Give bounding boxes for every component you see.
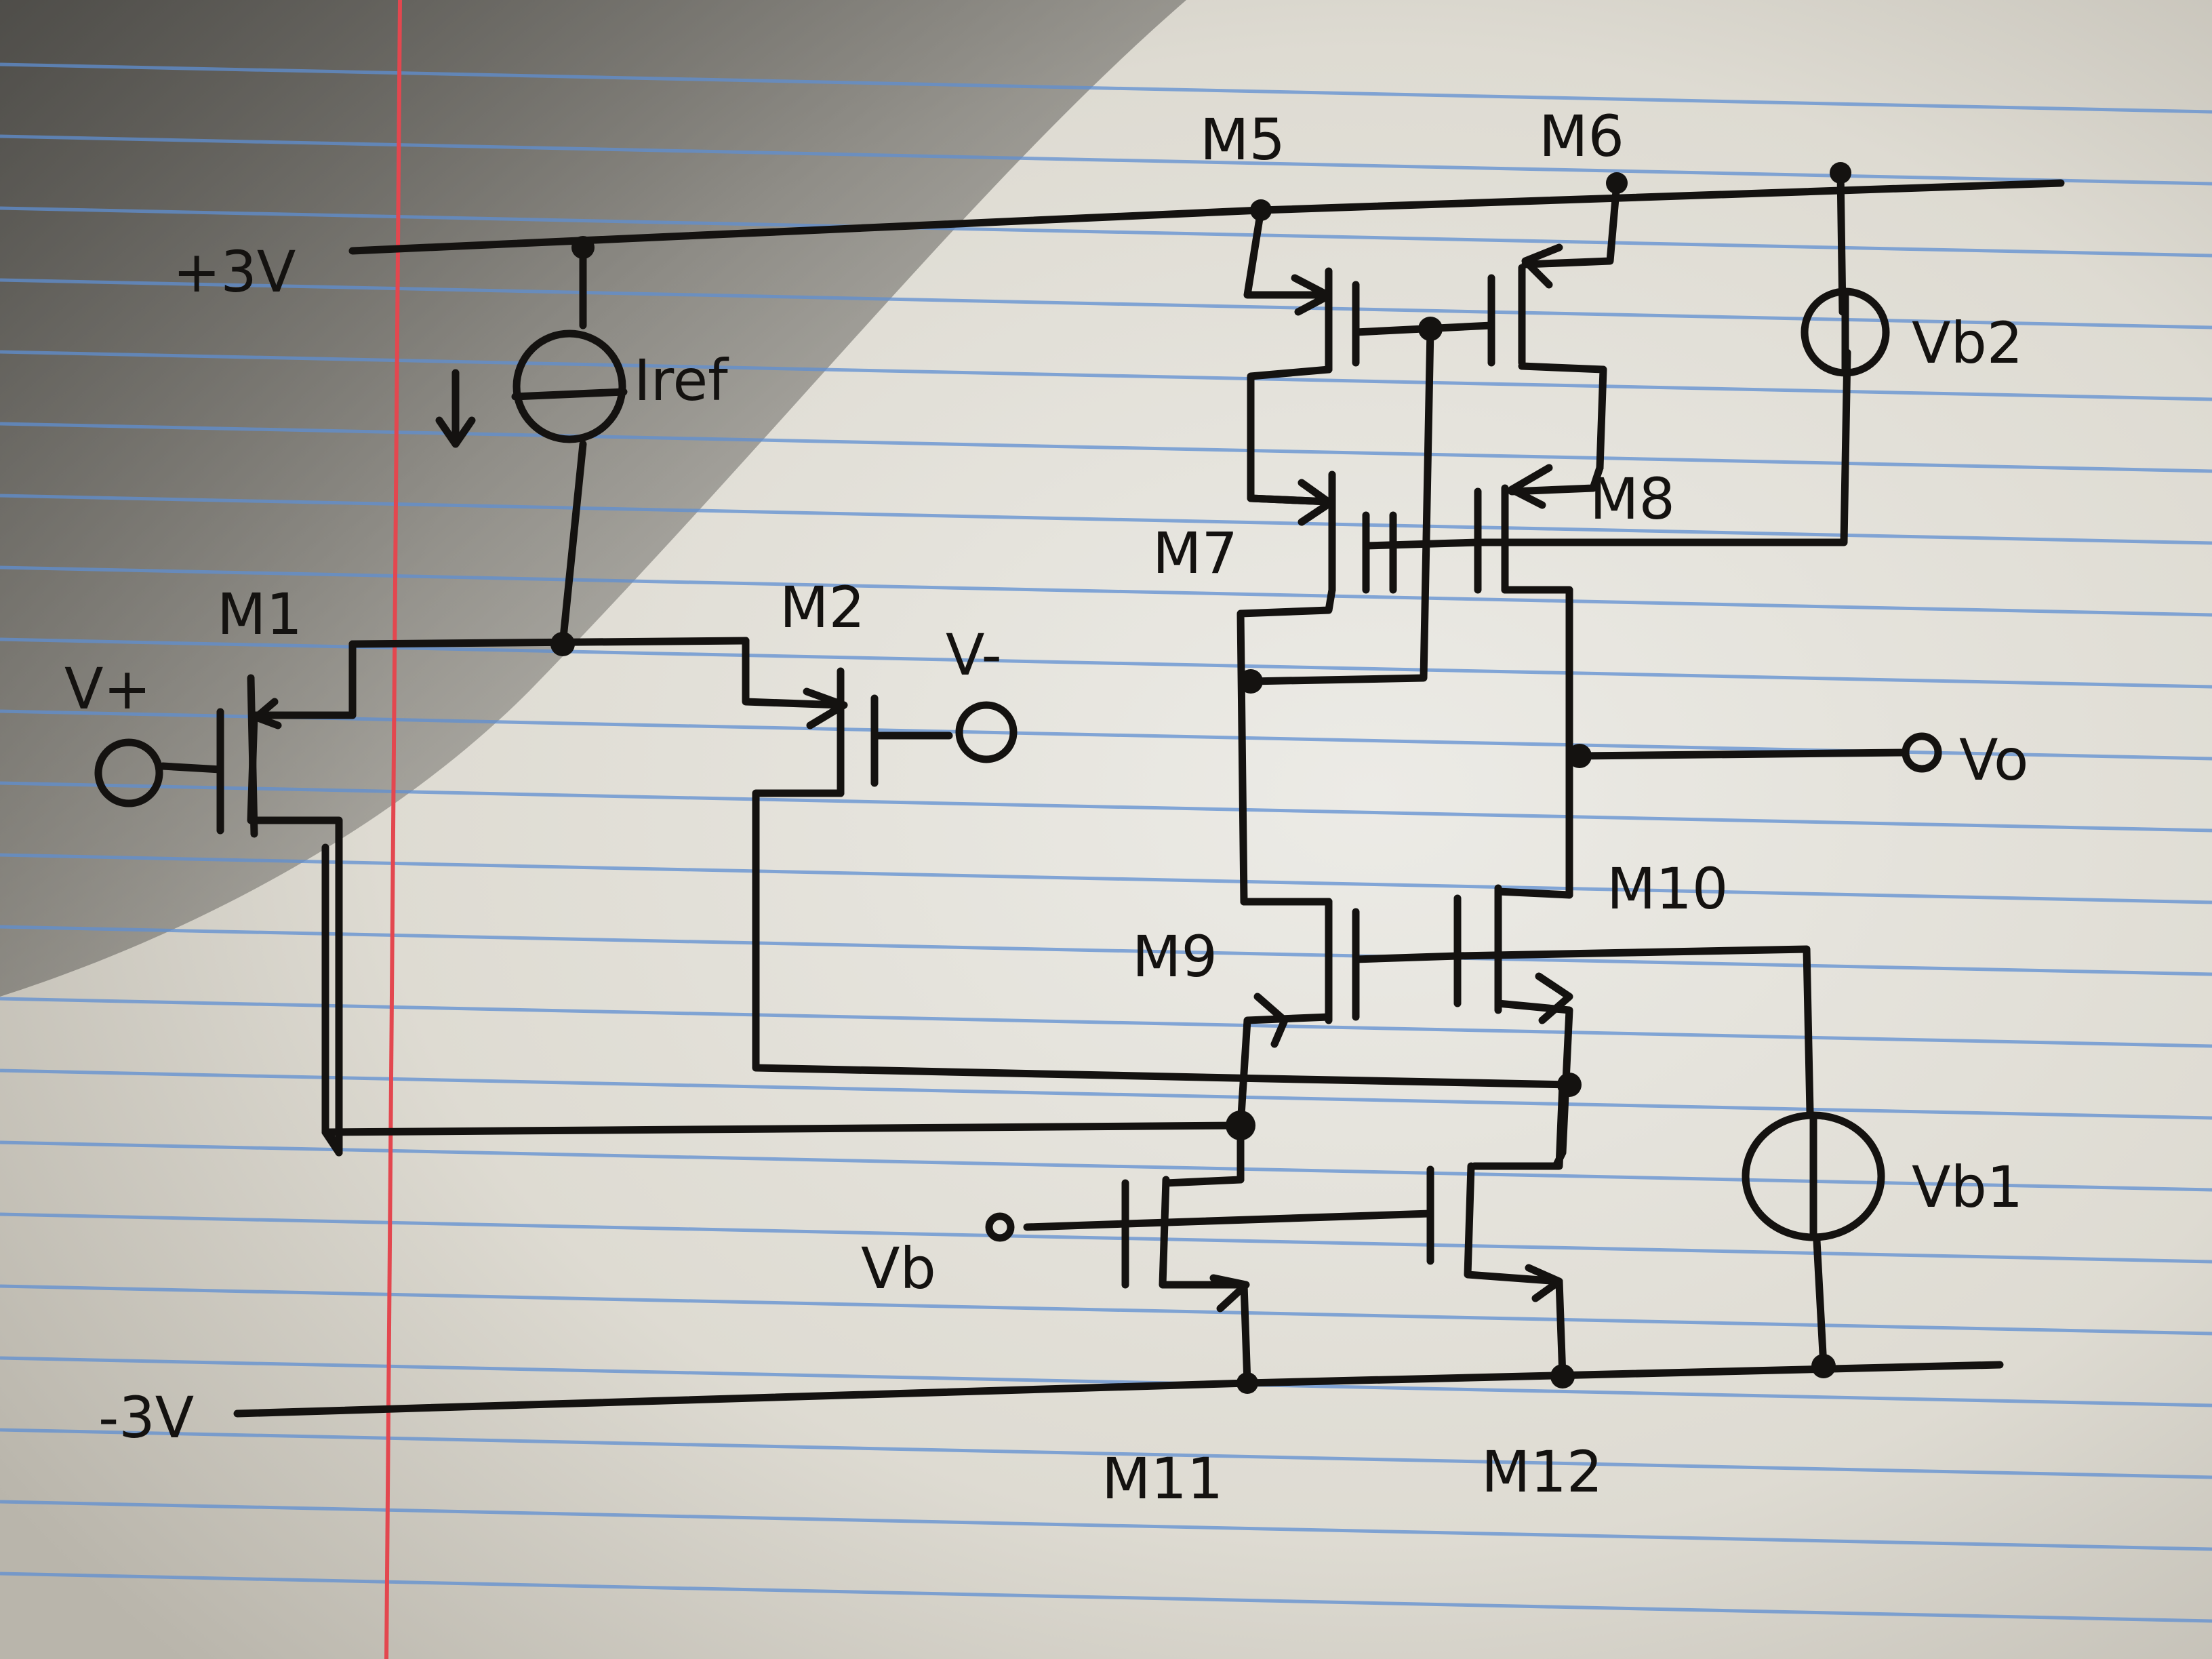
vplus-label: V+: [64, 656, 151, 722]
iref-wires: [559, 243, 587, 648]
m2-transistor: [742, 637, 1238, 1082]
vb-gate-wire: [1023, 1210, 1434, 1231]
ruled-line: [0, 1068, 2212, 1120]
ruled-line: [0, 1140, 2212, 1192]
m2-label: M2: [780, 574, 865, 641]
vout-label: Vo: [1959, 727, 2028, 793]
ruled-line: [0, 1212, 2212, 1264]
ruled-line: [0, 565, 2212, 617]
m11-transistor: [1121, 1121, 1251, 1387]
ruled-line: [0, 1356, 2212, 1407]
m7-m8-gate-wire: [1362, 348, 1851, 550]
m1-label: M1: [217, 581, 302, 647]
m5-label: M5: [1200, 106, 1285, 173]
m10-label: M10: [1607, 856, 1728, 922]
m8-transistor: [1474, 464, 1604, 899]
vminus-terminal[interactable]: [955, 701, 1018, 763]
m8-label: M8: [1590, 466, 1675, 532]
ruled-line: [0, 1284, 2212, 1336]
m7-label: M7: [1152, 520, 1238, 586]
vb2-source: [1801, 287, 1890, 377]
m6-label: M6: [1539, 103, 1624, 169]
circuit: [94, 162, 2065, 1418]
vb1-source: [1742, 1111, 1885, 1241]
tail-bus: [348, 637, 750, 648]
vb-terminal[interactable]: [985, 1212, 1015, 1242]
ruled-line: [0, 781, 2212, 833]
shadow-area: [0, 0, 1186, 997]
output-wire: [1575, 748, 1909, 760]
iref-label: Iref: [634, 347, 729, 414]
m9-m10-gate-wire: [1352, 945, 1814, 1116]
vb2-label: Vb2: [1912, 310, 2023, 376]
negative-rail-label: -3V: [98, 1384, 194, 1451]
m2-drain-wire: [1230, 1074, 1577, 1089]
vplus-terminal[interactable]: [94, 738, 163, 807]
m9-label: M9: [1132, 923, 1218, 990]
ruled-line: [0, 1500, 2212, 1551]
m11-label: M11: [1102, 1445, 1223, 1512]
ruled-line: [0, 925, 2212, 976]
m12-label: M12: [1481, 1439, 1603, 1505]
vb1-wire: [1813, 1237, 1828, 1370]
margin-line: [384, 0, 402, 1659]
vb-label: Vb: [861, 1235, 936, 1302]
vminus-label: V-: [946, 622, 1002, 688]
ruled-line: [0, 1572, 2212, 1623]
m6-transistor: [1487, 179, 1621, 472]
vb1-label: Vb1: [1912, 1154, 2023, 1220]
ruled-line: [0, 1428, 2212, 1479]
positive-rail-label: +3V: [173, 239, 296, 305]
gate-node-wire: [1247, 325, 1434, 685]
m7-transistor: [1236, 471, 1397, 906]
iref-source: [511, 329, 628, 443]
ruled-line: [0, 853, 2212, 904]
junction-dots: [550, 162, 1851, 1394]
ruled-line: [0, 997, 2212, 1048]
ruled-line: [0, 62, 2212, 114]
iref-arrow-icon: [435, 369, 476, 448]
vout-terminal[interactable]: [1902, 732, 1942, 773]
